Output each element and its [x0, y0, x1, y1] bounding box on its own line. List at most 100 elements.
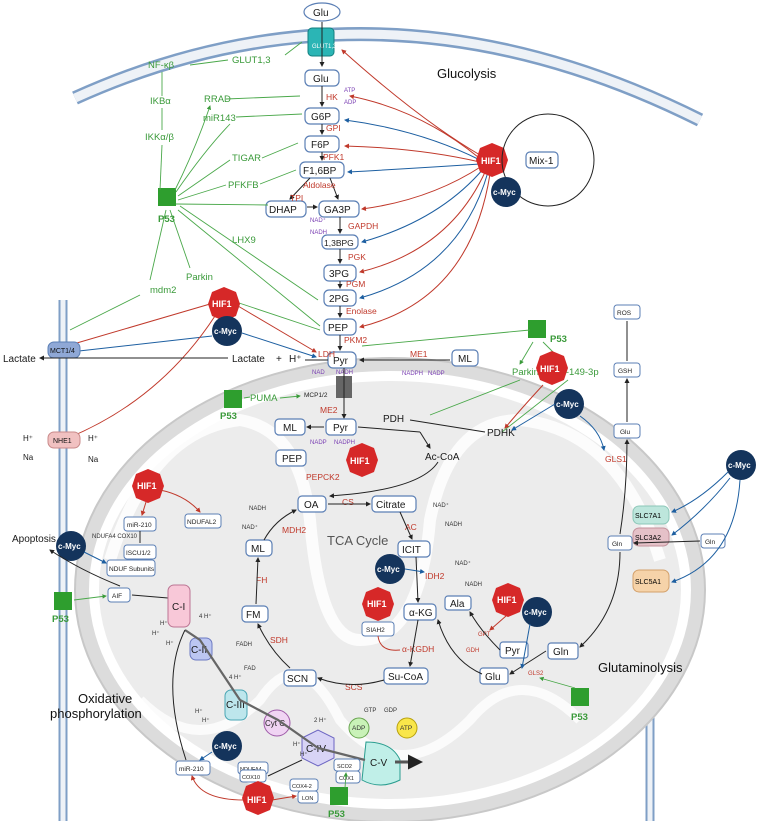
gsh-label: GSH — [618, 368, 632, 375]
f6p: F6P — [311, 140, 330, 151]
bpg13: 1,3BPG — [324, 238, 354, 248]
mir210-label: miR-210 — [127, 522, 152, 529]
enzyme-pgm: PGM — [346, 279, 365, 289]
nadh-2: NADH — [445, 522, 462, 528]
pep-mito-box — [275, 449, 307, 467]
pyr: Pyr — [333, 356, 349, 367]
nad-1: NAD⁺ — [242, 524, 258, 531]
mct-label: MCT1/4 — [50, 348, 75, 355]
enzyme-tpi: TPI — [290, 193, 303, 203]
nfkb-label: NF-κβ — [148, 60, 175, 71]
nad-label-g: NAD⁺ — [310, 217, 326, 224]
gln-mito-label: Gln — [553, 647, 569, 658]
enzyme-pkm2: PKM2 — [344, 335, 367, 345]
enzyme-ldh: LDH — [318, 349, 335, 359]
citrate-box — [371, 495, 417, 513]
na-right: Na — [88, 455, 99, 464]
p53-green-lines — [69, 41, 321, 331]
gln-left-box — [607, 535, 633, 551]
lactate-out: Lactate — [3, 354, 36, 365]
cytc-label: Cyt C — [265, 719, 285, 728]
nhe-label: NHE1 — [53, 438, 72, 445]
sdh-label: SDH — [270, 635, 288, 645]
glu-in: Glu — [313, 74, 329, 85]
ciii-complex — [224, 689, 248, 721]
h4-label: 4 H⁺ — [199, 613, 212, 620]
p53-node-puma: P53 — [220, 390, 242, 422]
nadh-label-g: NADH — [310, 230, 327, 236]
glut-reg-label: GLUT1,3 — [232, 55, 271, 66]
lactate-in: Lactate — [232, 354, 265, 365]
enzyme-gpi: GPI — [326, 123, 341, 133]
gln-right-label: Gln — [705, 539, 716, 546]
parkin-right: Parkin — [512, 367, 539, 378]
glycolysis-title: Glucolysis — [437, 66, 497, 81]
cmyc-node-top: c-Myc — [491, 177, 521, 207]
icit-box — [397, 540, 431, 558]
glu-out-label: Glu — [313, 8, 329, 19]
enzyme-pgk: PGK — [348, 252, 366, 262]
pdhk-label: PDHK — [487, 428, 515, 439]
fad-label: FAD — [244, 666, 256, 672]
enzyme-aldolase: Aldolase — [303, 180, 336, 190]
h-label-2: H⁺ — [152, 630, 160, 637]
h-label-7: H⁺ — [300, 751, 308, 758]
adp-label: ADP — [352, 725, 365, 732]
fadh-label: FADH — [236, 642, 252, 648]
mir143-label: miR143 — [203, 113, 236, 124]
glu-ros-box — [613, 423, 641, 439]
pyr2-label: Pyr — [505, 646, 521, 657]
glu2-label: Glu — [485, 672, 501, 683]
mix1-label: Mix-1 — [529, 156, 554, 167]
adp-label-1: ADP — [344, 100, 356, 106]
hif1-node-gls: HIF1 — [492, 583, 524, 617]
ci-complex — [167, 584, 191, 628]
ga3p: GA3P — [324, 205, 351, 216]
fm-box — [241, 605, 269, 623]
svg-text:HIF1: HIF1 — [212, 299, 232, 309]
nhe-transporter — [47, 431, 81, 449]
cv-complex — [361, 741, 401, 786]
slc5a1-label: SLC5A1 — [635, 579, 661, 586]
mir210b-label: miR-210 — [179, 766, 204, 773]
ala-label: Ala — [450, 599, 465, 610]
sco2-label: SCO2 — [337, 764, 352, 770]
nadph-cyto: NADPH — [402, 371, 423, 377]
hif1-node-siah: HIF1 — [362, 587, 394, 621]
mir1493p-label: miR-149-3p — [549, 367, 599, 378]
ros-box — [613, 304, 641, 320]
hif1-node-mir210: HIF1 — [132, 469, 164, 503]
oa-box — [297, 495, 327, 513]
ac-label: AC — [405, 522, 417, 532]
p53-node-glutamin: P53 — [571, 688, 589, 723]
h-left: H⁺ — [23, 434, 33, 443]
nadp-mito: NADP — [310, 440, 327, 446]
nadh-1: NADH — [249, 506, 266, 512]
atp-label-1: ATP — [344, 88, 355, 94]
h-label-1: H⁺ — [160, 620, 168, 627]
gln-left-label: Gln — [612, 541, 623, 548]
atp-label: ATP — [400, 725, 412, 732]
pyr-mito-box — [325, 418, 357, 436]
ml-mito-box — [274, 418, 306, 436]
enzyme-hk: HK — [326, 92, 338, 102]
glut-transporter — [307, 27, 335, 57]
cmyc-node-left: c-Myc — [212, 316, 242, 346]
pg2: 2PG — [329, 294, 349, 305]
aif-box — [107, 587, 131, 603]
gdh-label: GDH — [466, 648, 479, 654]
svg-text:c-Myc: c-Myc — [214, 327, 237, 336]
cmyc-node-ndufs: c-Myc — [56, 531, 86, 561]
na-left: Na — [23, 453, 34, 462]
hif1-node-left: HIF1 — [208, 287, 240, 321]
apoptosis-label: Apoptosis — [12, 534, 56, 545]
pep-mito-label: PEP — [282, 454, 302, 465]
h-label-4: H⁺ — [195, 708, 203, 715]
cmyc-node-cox: c-Myc — [212, 731, 242, 761]
oxphos-title-2: phosphorylation — [50, 706, 142, 721]
pfkfb-label: PFKFB — [228, 180, 259, 191]
svg-text:c-Myc: c-Myc — [728, 461, 751, 470]
h-right: H⁺ — [88, 434, 98, 443]
enzyme-enolase: Enolase — [346, 306, 377, 316]
glu-ros-label: Glu — [620, 429, 631, 436]
